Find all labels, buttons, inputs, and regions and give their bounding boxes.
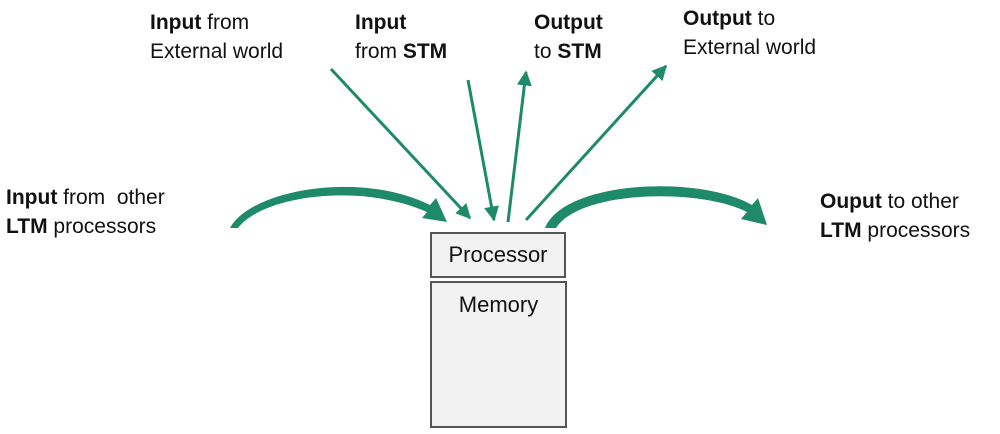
output-ltm-arrow	[545, 186, 767, 228]
input-ltm-arrow	[230, 186, 447, 228]
label-input-external: Input from External world	[150, 8, 283, 66]
label-bold: LTM	[820, 219, 862, 242]
label-bold: Output	[534, 11, 603, 34]
label-bold: Input	[355, 11, 407, 34]
label-input-stm: Input from STM	[355, 8, 447, 66]
label-text: to	[534, 40, 558, 63]
input-external-arrow	[329, 67, 472, 220]
label-text: processors	[861, 219, 971, 242]
label-output-external: Output to External world	[683, 4, 816, 62]
label-text: from	[355, 40, 403, 63]
label-text: processors	[47, 215, 157, 238]
label-text: from other	[57, 186, 165, 209]
label-bold: Ouput	[820, 190, 882, 213]
memory-block: Memory	[430, 281, 567, 428]
label-text: External world	[150, 40, 284, 63]
input-stm-arrow	[466, 79, 499, 222]
processor-block: Processor	[430, 232, 566, 278]
processor-label: Processor	[448, 242, 548, 267]
label-output-ltm: Ouput to other LTM processors	[820, 187, 970, 245]
output-external-arrow	[524, 64, 668, 222]
memory-label: Memory	[458, 292, 539, 317]
label-output-stm: Output to STM	[534, 8, 603, 66]
label-bold: LTM	[6, 215, 48, 238]
label-text: from	[201, 11, 250, 34]
label-bold: STM	[402, 40, 448, 63]
label-text: to other	[881, 190, 959, 213]
label-bold: Input	[150, 11, 202, 34]
label-bold: Input	[6, 186, 58, 209]
label-input-ltm: Input from other LTM processors	[6, 183, 165, 241]
label-bold: STM	[557, 40, 602, 63]
label-bold: Output	[683, 7, 752, 30]
output-stm-arrow	[506, 70, 532, 223]
label-text: External world	[683, 36, 817, 59]
label-text: to	[751, 7, 776, 30]
